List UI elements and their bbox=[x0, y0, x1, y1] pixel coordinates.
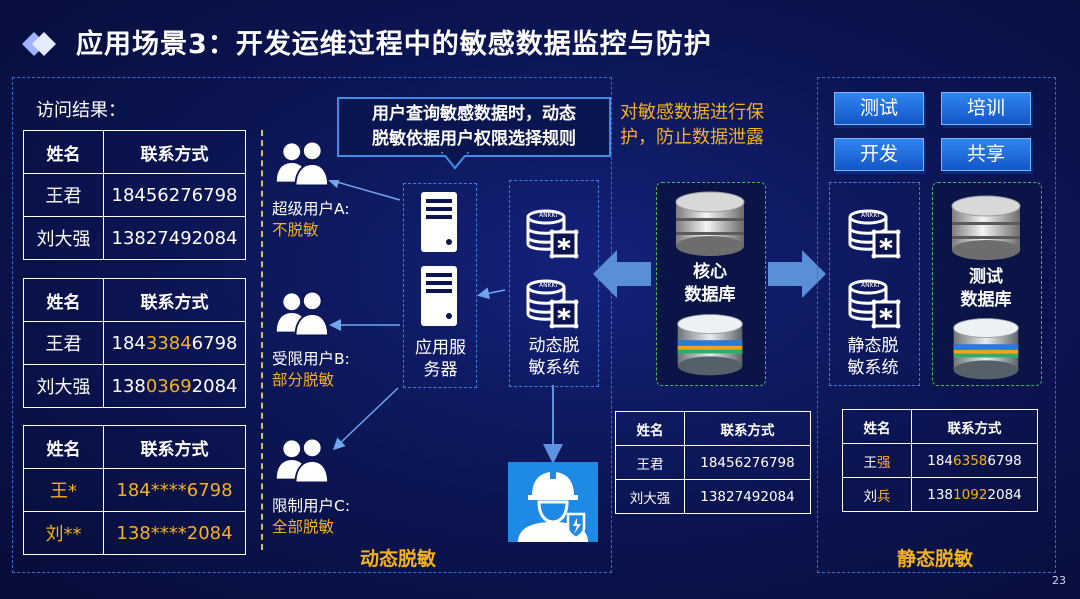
silver-database-icon bbox=[946, 192, 1026, 262]
cell-name: 刘大强 bbox=[615, 479, 685, 514]
col-header-contact: 联系方式 bbox=[103, 425, 246, 469]
static-masking-panel bbox=[817, 77, 1056, 573]
user-b-label: 受限用户B:部分脱敏 bbox=[272, 350, 350, 389]
user-a-icon bbox=[274, 138, 330, 188]
diamond-logo-icon bbox=[22, 32, 56, 56]
result-table-partial: 姓名 联系方式 王君 18433846798 刘大强 13803692084 bbox=[23, 278, 246, 408]
cell-contact: 18456276798 bbox=[684, 445, 811, 480]
dynamic-masking-caption: 动态脱敏 bbox=[360, 548, 437, 570]
cell-contact: 18463586798 bbox=[911, 443, 1038, 478]
cell-contact: 13810922084 bbox=[911, 477, 1038, 512]
cell-name: 王强 bbox=[842, 443, 912, 478]
protect-text: 对敏感数据进行保护，防止数据泄露 bbox=[620, 102, 764, 148]
col-header-contact: 联系方式 bbox=[103, 278, 246, 322]
col-header-name: 姓名 bbox=[23, 278, 104, 322]
cell-name: 刘兵 bbox=[842, 477, 912, 512]
disk-label: ANKKI bbox=[539, 212, 558, 219]
cell-contact: 13803692084 bbox=[103, 364, 246, 408]
cell-contact: 138****2084 bbox=[103, 511, 246, 555]
silver-database-icon bbox=[670, 188, 750, 258]
static-system-label: 静态脱敏系统 bbox=[847, 336, 899, 378]
col-header-contact: 联系方式 bbox=[911, 409, 1038, 444]
dynamic-system-label: 动态脱敏系统 bbox=[528, 336, 580, 378]
database-icon bbox=[948, 314, 1024, 382]
table-row: 刘大强 13803692084 bbox=[23, 364, 246, 408]
right-arrow-icon bbox=[768, 250, 826, 298]
cell-name: 王* bbox=[23, 468, 104, 512]
user-c-icon bbox=[274, 435, 330, 485]
cell-name: 王君 bbox=[615, 445, 685, 480]
divider bbox=[261, 130, 263, 550]
tag-share: 共享 bbox=[941, 138, 1031, 171]
dynamic-masking-panel bbox=[12, 77, 612, 573]
table-row: 王*184****6798 bbox=[23, 468, 246, 512]
tag-develop: 开发 bbox=[834, 138, 924, 171]
cell-name: 刘** bbox=[23, 511, 104, 555]
static-masking-caption: 静态脱敏 bbox=[897, 548, 974, 570]
user-b-icon bbox=[274, 288, 330, 338]
cell-name: 王君 bbox=[23, 173, 104, 217]
request-arrows bbox=[327, 180, 563, 464]
tag-training: 培训 bbox=[941, 92, 1031, 125]
result-table-masked: 姓名 联系方式 王*184****6798 刘**138****2084 bbox=[23, 425, 246, 555]
cell-name: 王君 bbox=[23, 321, 104, 365]
masked-data-table: 姓名 联系方式 王强 18463586798 刘兵 13810922084 bbox=[842, 409, 1038, 512]
table-row: 刘兵 13810922084 bbox=[842, 477, 1038, 512]
cell-name: 刘大强 bbox=[23, 364, 104, 408]
page-title: 应用场景3：开发运维过程中的敏感数据监控与防护 bbox=[76, 29, 712, 60]
table-row: 王强 18463586798 bbox=[842, 443, 1038, 478]
page-number: 23 bbox=[1052, 574, 1066, 587]
cell-name: 刘大强 bbox=[23, 216, 104, 260]
user-a-label: 超级用户A:不脱敏 bbox=[272, 200, 350, 239]
col-header-name: 姓名 bbox=[615, 411, 685, 446]
col-header-name: 姓名 bbox=[23, 130, 104, 174]
cell-contact: 184****6798 bbox=[103, 468, 246, 512]
disk-label: ANKKI bbox=[861, 282, 880, 289]
cell-contact: 18433846798 bbox=[103, 321, 246, 365]
disk-label: ANKKI bbox=[539, 282, 558, 289]
callout-pointer bbox=[440, 152, 470, 170]
cell-contact: 13827492084 bbox=[103, 216, 246, 260]
access-result-label: 访问结果： bbox=[36, 100, 126, 121]
table-row: 刘**138****2084 bbox=[23, 511, 246, 555]
core-db-label: 核心数据库 bbox=[684, 262, 736, 305]
cell-contact: 18456276798 bbox=[103, 173, 246, 217]
col-header-contact: 联系方式 bbox=[684, 411, 811, 446]
engineer-icon bbox=[508, 462, 598, 542]
tag-test: 测试 bbox=[834, 92, 924, 125]
left-arrow-icon bbox=[593, 250, 651, 298]
server-icon bbox=[419, 190, 459, 254]
col-header-name: 姓名 bbox=[23, 425, 104, 469]
database-icon bbox=[672, 310, 748, 378]
col-header-name: 姓名 bbox=[842, 409, 912, 444]
disk-label: ANKKI bbox=[861, 212, 880, 219]
server-icon bbox=[419, 264, 459, 328]
test-db-label: 测试数据库 bbox=[960, 267, 1012, 310]
app-server-box bbox=[403, 183, 477, 388]
cell-contact: 13827492084 bbox=[684, 479, 811, 514]
dynamic-rule-callout: 用户查询敏感数据时，动态脱敏依据用户权限选择规则 bbox=[337, 97, 611, 157]
table-row: 王君 18433846798 bbox=[23, 321, 246, 365]
static-masking-system-box bbox=[829, 182, 920, 386]
dynamic-masking-system-box bbox=[509, 180, 599, 387]
app-server-label: 应用服务器 bbox=[415, 338, 466, 380]
col-header-contact: 联系方式 bbox=[103, 130, 246, 174]
user-c-label: 限制用户C:全部脱敏 bbox=[272, 497, 351, 536]
